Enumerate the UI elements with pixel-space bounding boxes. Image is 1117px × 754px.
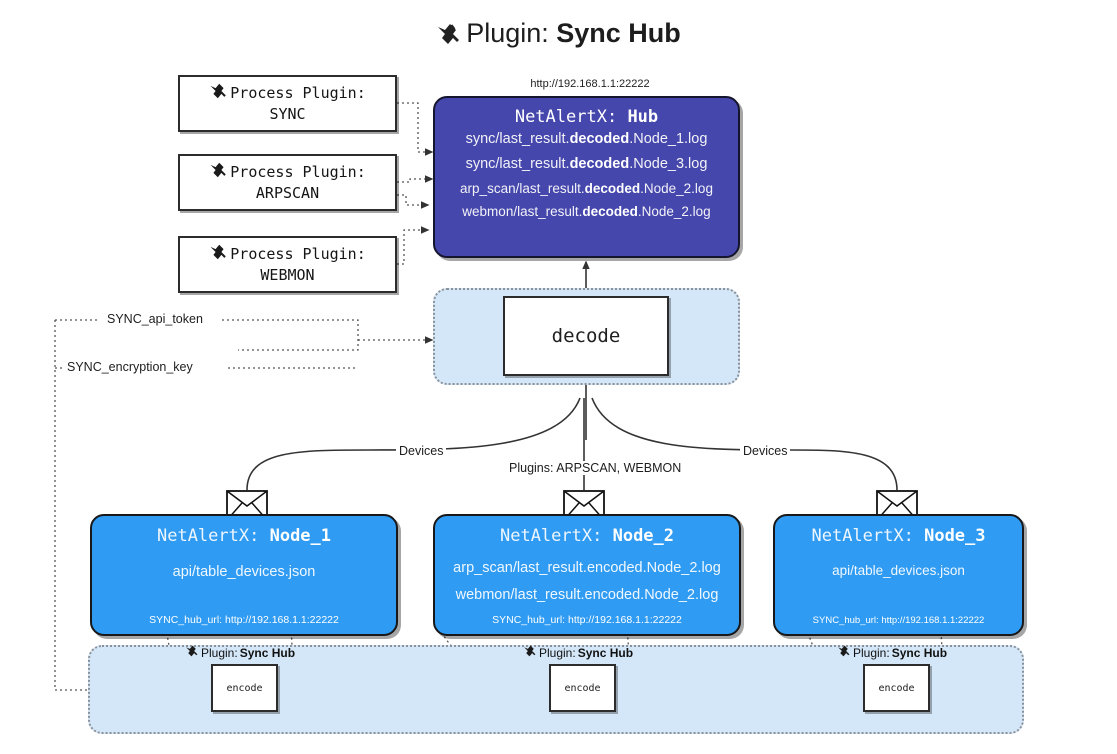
node-footer: SYNC_hub_url: http://192.168.1.1:22222 xyxy=(149,614,339,626)
process-plugin-name: SYNC xyxy=(269,105,306,123)
process-plugin-webmon[interactable]: Process Plugin: WEBMON xyxy=(178,236,397,293)
page-title-prefix: Plugin: xyxy=(466,18,549,48)
node-footer: SYNC_hub_url: http://192.168.1.1:22222 xyxy=(492,614,682,626)
encode-box-2[interactable]: encode xyxy=(549,664,616,712)
process-plugin-sync[interactable]: Process Plugin: SYNC xyxy=(178,75,397,132)
label-devices-right: Devices xyxy=(740,444,791,458)
label-sync-api-token: SYNC_api_token xyxy=(104,312,206,326)
hub-log-line: webmon/last_result.decoded.Node_2.log xyxy=(462,204,711,220)
hub-url-label: http://192.168.1.1:22222 xyxy=(530,78,650,90)
node-1[interactable]: NetAlertX: Node_1 api/table_devices.json… xyxy=(90,514,398,636)
node-title: NetAlertX: Node_3 xyxy=(811,526,986,546)
node-line: api/table_devices.json xyxy=(172,564,316,580)
decode-box[interactable]: decode xyxy=(503,296,669,376)
hub-node[interactable]: NetAlertX: Hub sync/last_result.decoded.… xyxy=(433,96,740,258)
label-devices-left: Devices xyxy=(396,444,447,458)
node-line: webmon/last_result.encoded.Node_2.log xyxy=(455,586,719,603)
hub-log-line: arp_scan/last_result.decoded.Node_2.log xyxy=(460,180,713,196)
hub-log-line: sync/last_result.decoded.Node_1.log xyxy=(465,131,708,147)
plug-icon xyxy=(209,244,228,265)
node-title: NetAlertX: Node_1 xyxy=(156,526,332,546)
process-plugin-name: ARPSCAN xyxy=(255,184,320,202)
encode-box-3[interactable]: encode xyxy=(863,664,930,712)
plug-icon xyxy=(209,83,228,104)
process-plugin-header: Process Plugin: xyxy=(230,84,366,103)
plug-icon xyxy=(185,645,199,660)
plug-icon xyxy=(436,21,462,52)
plug-icon xyxy=(209,162,228,183)
hub-log-line: sync/last_result.decoded.Node_3.log xyxy=(465,155,708,172)
label-sync-encryption-key: SYNC_encryption_key xyxy=(64,360,196,374)
node-title: NetAlertX: Node_2 xyxy=(499,526,675,546)
page-title-name: Sync Hub xyxy=(556,18,681,48)
process-plugin-header: Process Plugin: xyxy=(230,163,366,182)
node-footer: SYNC_hub_url: http://192.168.1.1:22222 xyxy=(812,615,985,626)
node-3[interactable]: NetAlertX: Node_3 api/table_devices.json… xyxy=(773,514,1024,636)
encode-box-1[interactable]: encode xyxy=(211,664,278,712)
plug-icon xyxy=(523,645,537,660)
process-plugin-arpscan[interactable]: Process Plugin: ARPSCAN xyxy=(178,154,397,211)
node-2[interactable]: NetAlertX: Node_2 arp_scan/last_result.e… xyxy=(433,514,741,636)
encoder-plugin-label-1: Plugin: Sync Hub xyxy=(185,645,295,660)
node-line: arp_scan/last_result.encoded.Node_2.log xyxy=(453,560,721,576)
plug-icon xyxy=(837,645,851,660)
process-plugin-name: WEBMON xyxy=(260,266,315,284)
hub-title-name: Hub xyxy=(627,107,659,127)
hub-title-prefix: NetAlertX: xyxy=(514,107,618,127)
page-title: Plugin: Sync Hub xyxy=(0,18,1117,52)
node-line: api/table_devices.json xyxy=(832,563,965,578)
label-plugins-center: Plugins: ARPSCAN, WEBMON xyxy=(506,461,685,475)
process-plugin-header: Process Plugin: xyxy=(230,245,366,264)
encoder-plugin-label-3: Plugin: Sync Hub xyxy=(837,645,947,660)
encoder-plugin-label-2: Plugin: Sync Hub xyxy=(523,645,633,660)
hub-title: NetAlertX: Hub xyxy=(435,107,738,127)
